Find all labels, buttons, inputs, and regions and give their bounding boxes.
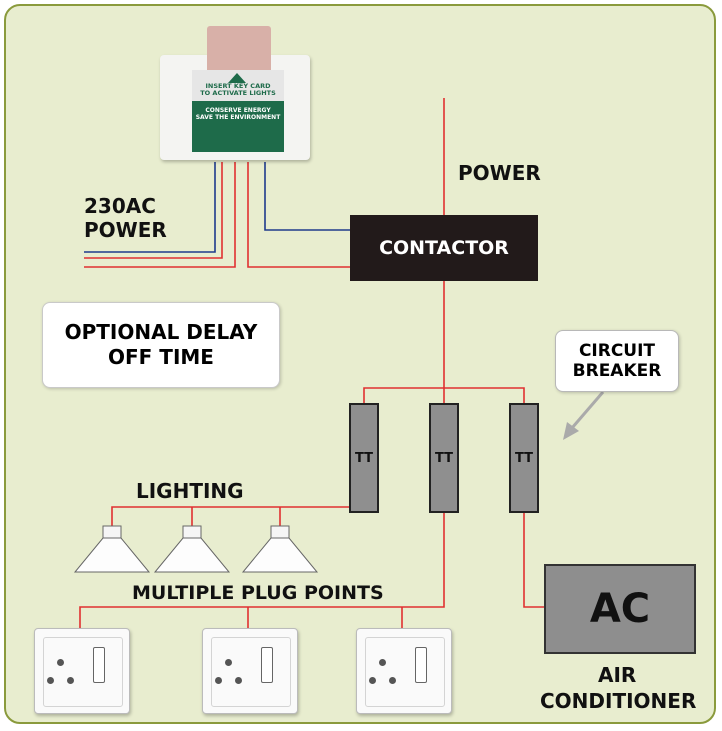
lamp-1 xyxy=(73,525,151,573)
keycard-text-2: TO ACTIVATE LIGHTS xyxy=(200,89,276,98)
ac-unit: AC xyxy=(544,564,696,654)
breaker-2: TT xyxy=(429,403,459,513)
keycard-text-4: SAVE THE ENVIRONMENT xyxy=(195,114,281,122)
socket-switch-3 xyxy=(415,647,427,683)
circuit-breaker-label-1: CIRCUIT xyxy=(578,340,656,361)
power-in-label-1: 230AC xyxy=(84,194,156,218)
neutral-wire-2 xyxy=(264,162,350,231)
breaker-3: TT xyxy=(509,403,539,513)
power-in-label-2: POWER xyxy=(84,218,167,242)
live-wire-2 xyxy=(84,162,236,268)
socket-switch-2 xyxy=(261,647,273,683)
delay-label-2: OFF TIME xyxy=(108,345,214,369)
live-wire-3 xyxy=(247,162,350,268)
live-wire-1 xyxy=(84,162,223,259)
callout-arrow-line xyxy=(570,391,605,429)
circuit-breaker-label-2: BREAKER xyxy=(572,361,662,381)
delay-label-1: OPTIONAL DELAY xyxy=(64,320,258,344)
keycard-panel: INSERT KEY CARD TO ACTIVATE LIGHTS CONSE… xyxy=(192,70,284,152)
plug-socket-2 xyxy=(202,628,298,714)
plug-socket-1 xyxy=(34,628,130,714)
circuit-breaker-callout: CIRCUIT BREAKER xyxy=(555,330,679,392)
callout-arrow-head xyxy=(563,422,579,440)
insert-arrow-icon xyxy=(228,73,246,83)
lighting-label: LIGHTING xyxy=(136,479,244,503)
delay-box: OPTIONAL DELAY OFF TIME xyxy=(42,302,280,388)
contactor: CONTACTOR xyxy=(350,215,538,281)
lamp-3 xyxy=(241,525,319,573)
socket-switch-1 xyxy=(93,647,105,683)
breaker-1: TT xyxy=(349,403,379,513)
neutral-wire-1 xyxy=(84,162,216,253)
keycard-text-3: CONSERVE ENERGY xyxy=(205,106,271,114)
ac-wire xyxy=(523,491,544,608)
ac-label-1: AIR xyxy=(598,663,637,687)
plug-wire xyxy=(79,491,445,628)
keycard-text-1: INSERT KEY CARD xyxy=(205,82,271,90)
plug-points-label: MULTIPLE PLUG POINTS xyxy=(132,582,384,604)
power-label: POWER xyxy=(458,161,541,185)
ac-label-2: CONDITIONER xyxy=(540,689,697,713)
lamp-2 xyxy=(153,525,231,573)
plug-socket-3 xyxy=(356,628,452,714)
key-card xyxy=(207,26,271,76)
